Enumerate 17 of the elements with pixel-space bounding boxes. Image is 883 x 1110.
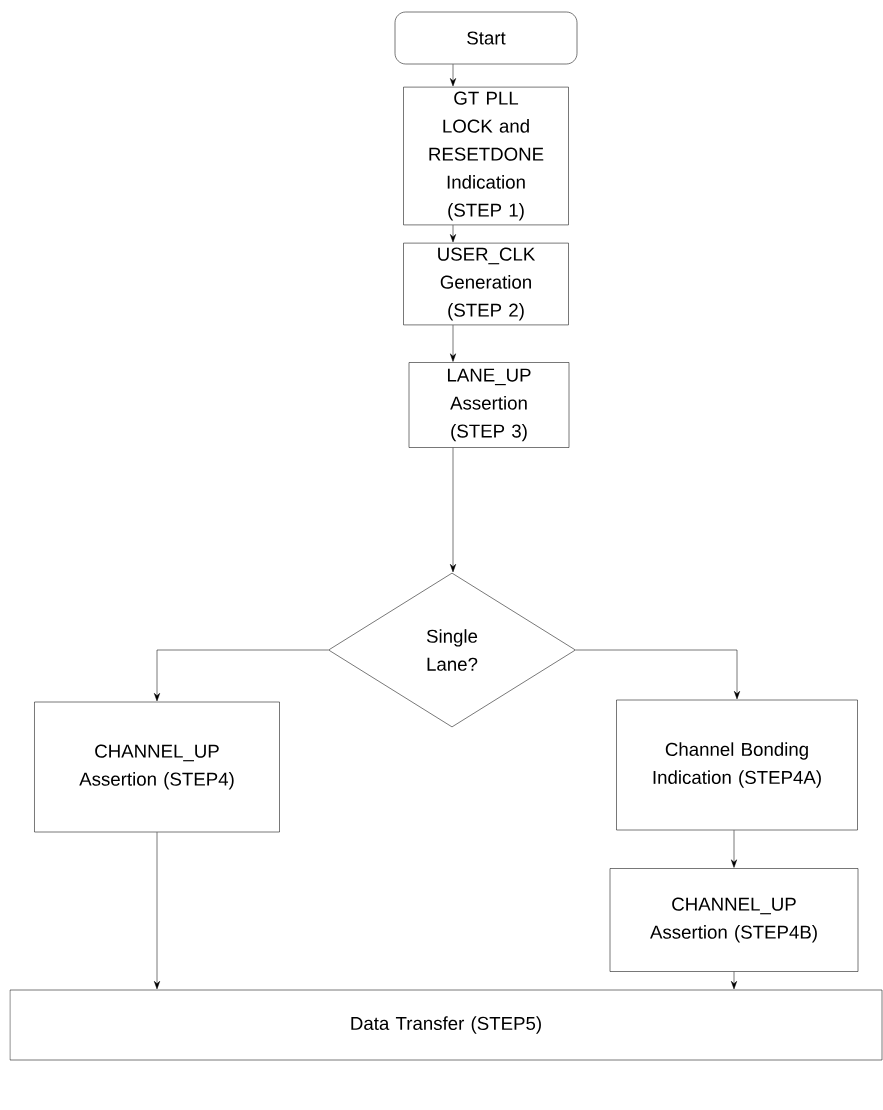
arrow: [450, 447, 456, 573]
start-terminal: Start: [394, 11, 578, 65]
arrow: [154, 649, 329, 702]
arrow: [154, 832, 160, 990]
arrow: [731, 830, 737, 868]
process-box: Data Transfer (STEP5): [9, 989, 883, 1061]
arrow: [575, 649, 740, 700]
process-box: Channel Bonding Indication (STEP4A): [616, 699, 858, 831]
process-box: CHANNEL_UP Assertion (STEP4B): [609, 868, 859, 972]
arrow: [450, 324, 456, 362]
process-box: CHANNEL_UP Assertion (STEP4): [34, 701, 280, 833]
arrow: [731, 971, 737, 990]
arrow: [450, 64, 456, 87]
arrow: [450, 224, 456, 243]
process-box: LANE_UP Assertion (STEP 3): [408, 362, 570, 448]
process-box: GT PLL LOCK and RESETDONE Indication (STEP 1): [403, 86, 569, 226]
process-box: USER_CLK Generation (STEP 2): [403, 242, 569, 326]
